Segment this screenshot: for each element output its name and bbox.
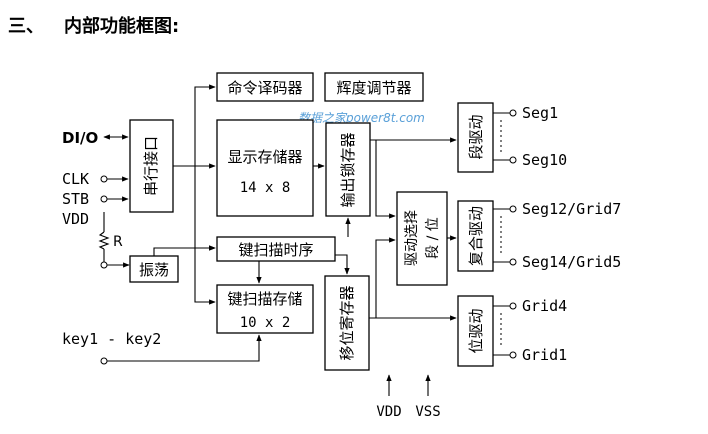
drive-select-block: 驱动选择 段 / 位: [396, 191, 448, 286]
key-scan-memory-size: 10 x 2: [240, 315, 291, 331]
internal-wiring: [153, 84, 457, 321]
pin-grid4: Grid4: [522, 297, 567, 315]
stb-connection: [100, 195, 129, 203]
segment-driver-block: 段驱动: [457, 102, 494, 173]
key-scan-timing-block: 键扫描时序: [216, 236, 336, 262]
serial-interface-label: 串行接口: [142, 136, 160, 196]
pin-vss-bottom: VSS: [415, 404, 440, 420]
pin-dio: DI/O: [62, 129, 98, 147]
section-title: 内部功能框图:: [64, 15, 179, 37]
watermark: 数据之家power8t.com: [298, 111, 425, 125]
display-memory-block: 显示存储器 14 x 8: [216, 119, 314, 217]
pin-seg12-grid7: Seg12/Grid7: [522, 200, 621, 218]
command-decoder-label: 命令译码器: [227, 79, 302, 97]
display-memory-title: 显示存储器: [227, 148, 302, 166]
command-decoder-block: 命令译码器: [216, 72, 314, 102]
composite-driver-block: 复合驱动: [457, 200, 494, 272]
brightness-control-label: 辉度调节器: [336, 79, 411, 97]
shift-register-block: 移位寄存器: [324, 275, 370, 371]
segment-driver-outputs: [493, 109, 517, 164]
segment-driver-label: 段驱动: [467, 114, 485, 159]
grid-driver-block: 位驱动: [457, 295, 494, 367]
key-scan-timing-label: 键扫描时序: [238, 241, 313, 259]
grid-driver-outputs: [493, 302, 517, 359]
drive-select-col2: 段 / 位: [425, 217, 441, 259]
pin-vdd-bottom: VDD: [376, 404, 401, 420]
rc-network: [98, 212, 130, 269]
composite-driver-outputs: [493, 205, 517, 266]
pin-keys: key1 - key2: [62, 330, 161, 348]
grid-driver-label: 位驱动: [467, 308, 485, 353]
output-latch-label: 输出锁存器: [339, 132, 357, 207]
oscillator-block: 振荡: [129, 255, 179, 283]
pin-seg14-grid5: Seg14/Grid5: [522, 253, 621, 271]
pin-stb: STB: [62, 190, 89, 208]
pin-grid1: Grid1: [522, 346, 567, 364]
keys-connection: [100, 334, 262, 365]
key-scan-memory-block: 键扫描存储 10 x 2: [216, 284, 314, 334]
display-memory-size: 14 x 8: [240, 180, 291, 196]
output-latch-block: 输出锁存器: [325, 122, 371, 217]
pin-seg1: Seg1: [522, 104, 558, 122]
shift-register-label: 移位寄存器: [338, 285, 356, 360]
power-connections: [386, 374, 431, 396]
brightness-control-block: 辉度调节器: [324, 72, 424, 102]
key-scan-memory-title: 键扫描存储: [227, 290, 302, 308]
oscillator-label: 振荡: [139, 261, 169, 279]
serial-interface-block: 串行接口: [129, 119, 174, 213]
resistor-label: R: [113, 234, 123, 250]
section-number: 三、: [8, 16, 44, 37]
clk-connection: [100, 175, 129, 183]
composite-driver-label: 复合驱动: [467, 206, 485, 266]
pin-vdd: VDD: [62, 210, 89, 228]
drive-select-col1: 驱动选择: [404, 210, 420, 266]
pin-seg10: Seg10: [522, 151, 567, 169]
pin-clk: CLK: [62, 170, 89, 188]
